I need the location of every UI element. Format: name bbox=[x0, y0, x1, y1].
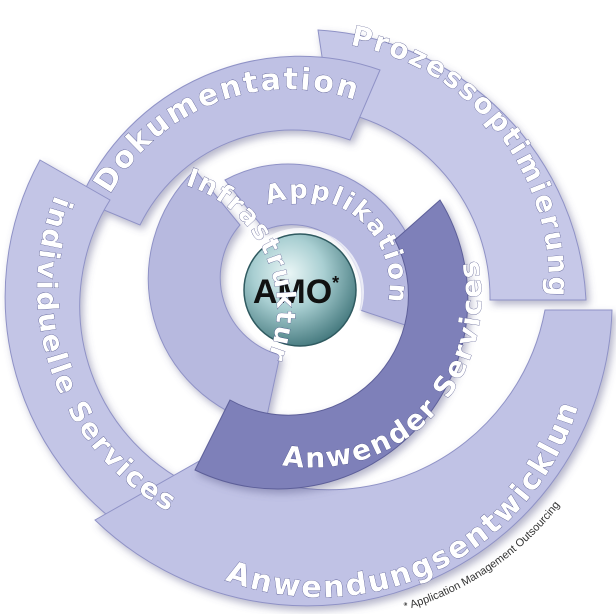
segment-prozessoptimierung bbox=[317, 29, 587, 301]
segment-anwender-services bbox=[194, 199, 469, 490]
center-label: AMO* bbox=[253, 273, 339, 311]
center-superscript: * bbox=[332, 273, 339, 293]
outer-ring bbox=[4, 29, 613, 607]
center-node: AMO* bbox=[236, 228, 364, 356]
middle-ring bbox=[147, 163, 469, 490]
center-sphere bbox=[243, 233, 357, 347]
segment-anwendungsentwicklung bbox=[94, 309, 613, 607]
segment-dokumentation bbox=[79, 55, 381, 226]
